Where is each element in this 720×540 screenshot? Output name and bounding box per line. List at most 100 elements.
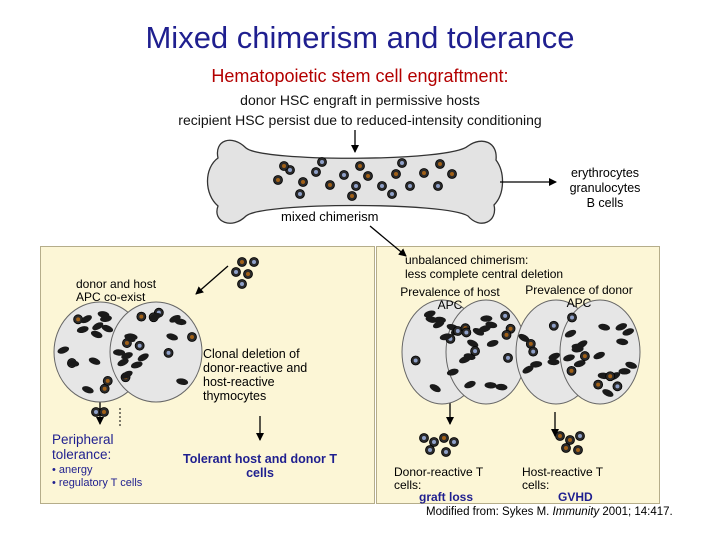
citation-prefix: Modified from: Sykes M. bbox=[426, 506, 553, 518]
thymocyte bbox=[564, 329, 577, 338]
thymocyte bbox=[480, 315, 493, 322]
thymocyte bbox=[433, 320, 445, 329]
cell-nucleus bbox=[582, 354, 587, 359]
thymocyte bbox=[522, 365, 534, 374]
tolerant-line: cells bbox=[246, 466, 274, 480]
thymocyte bbox=[573, 360, 586, 368]
thymus-lobe-left-2 bbox=[109, 301, 203, 403]
peripheral-mechanisms: • anergy • regulatory T cells bbox=[52, 464, 142, 490]
cell-nucleus bbox=[413, 358, 418, 363]
thymocyte bbox=[429, 384, 441, 393]
cell-nucleus bbox=[320, 160, 324, 164]
cell-nucleus bbox=[450, 172, 454, 176]
thymocyte bbox=[174, 318, 187, 326]
cell-nucleus bbox=[576, 448, 580, 452]
thymocyte bbox=[464, 380, 476, 389]
graft-loss-result: graft loss bbox=[419, 490, 474, 504]
cell-nucleus bbox=[569, 368, 574, 373]
peripheral-tolerance-title: Peripheral tolerance: bbox=[52, 432, 114, 462]
cell-nucleus bbox=[124, 341, 129, 346]
cell-nucleus bbox=[105, 378, 110, 383]
outcome-line: cells: bbox=[394, 478, 422, 492]
citation: Modified from: Sykes M. Immunity 2001; 1… bbox=[426, 506, 673, 518]
outcome-line: cells: bbox=[522, 478, 550, 492]
cell-nucleus bbox=[531, 349, 536, 354]
cell-nucleus bbox=[288, 168, 292, 172]
cell-nucleus bbox=[615, 384, 620, 389]
cell-nucleus bbox=[102, 386, 107, 391]
cell-nucleus bbox=[608, 374, 613, 379]
cell-nucleus bbox=[350, 194, 354, 198]
host-apc-label: Prevalence of host APC bbox=[390, 286, 510, 312]
thymocyte bbox=[459, 356, 471, 364]
thymocyte bbox=[82, 386, 94, 394]
cell-nucleus bbox=[137, 343, 142, 348]
apc-label-line: donor and host bbox=[76, 277, 157, 291]
cell-nucleus bbox=[558, 434, 562, 438]
thymocyte bbox=[67, 360, 80, 367]
thymocyte bbox=[598, 323, 611, 331]
cell-nucleus bbox=[298, 192, 302, 196]
cell-nucleus bbox=[568, 438, 572, 442]
cell-nucleus bbox=[422, 436, 426, 440]
cell-nucleus bbox=[564, 446, 568, 450]
cell-nucleus bbox=[234, 270, 238, 274]
thymocyte bbox=[130, 361, 143, 369]
outcome-line: Donor-reactive T bbox=[394, 465, 484, 479]
thymocyte bbox=[530, 361, 543, 368]
cell-nucleus bbox=[390, 192, 394, 196]
deletion-line: Clonal deletion of bbox=[203, 347, 300, 361]
clonal-deletion-label: Clonal deletion of donor-reactive and ho… bbox=[203, 347, 307, 403]
thymocyte bbox=[88, 357, 101, 365]
cell-nucleus bbox=[328, 183, 332, 187]
thymocyte bbox=[97, 311, 110, 318]
page-title: Mixed chimerism and tolerance bbox=[145, 20, 575, 55]
thymocyte bbox=[113, 349, 126, 356]
donor-apc-label: Prevalence of donor APC bbox=[516, 284, 642, 310]
cell-nucleus bbox=[380, 184, 384, 188]
cell-nucleus bbox=[473, 349, 478, 354]
thymocyte bbox=[547, 358, 560, 366]
thymocyte bbox=[548, 352, 560, 361]
citation-suffix: 2001; 14:417. bbox=[599, 506, 673, 518]
unbalanced-chimerism-heading: unbalanced chimerism: less complete cent… bbox=[405, 253, 563, 281]
subtitle-line-1: donor HSC engraft in permissive hosts bbox=[240, 92, 480, 108]
cell-nucleus bbox=[551, 323, 556, 328]
cell-nucleus bbox=[301, 180, 305, 184]
thymocyte bbox=[149, 313, 162, 321]
cell-nucleus bbox=[438, 162, 442, 166]
thymocyte bbox=[467, 339, 479, 348]
tolerant-line: Tolerant host and donor T bbox=[183, 452, 337, 466]
host-label-line: Prevalence of host bbox=[400, 285, 500, 299]
thymocyte bbox=[90, 330, 103, 339]
cell-nucleus bbox=[436, 184, 440, 188]
thymocyte bbox=[121, 370, 133, 379]
cell-nucleus bbox=[314, 170, 318, 174]
cell-nucleus bbox=[422, 171, 426, 175]
thymocyte bbox=[484, 382, 497, 389]
thymocytes bbox=[57, 307, 637, 397]
thymocyte bbox=[57, 346, 70, 354]
cell-nucleus bbox=[282, 164, 286, 168]
thymocyte bbox=[563, 354, 575, 362]
cell-nucleus bbox=[276, 178, 280, 182]
arrow-apc-left bbox=[195, 265, 229, 295]
deletion-line: donor-reactive and bbox=[203, 361, 308, 375]
donor-reactive-outcome: Donor-reactive T cells: bbox=[394, 466, 483, 492]
cell-nucleus bbox=[508, 326, 513, 331]
host-label-line: APC bbox=[437, 298, 463, 312]
thymocyte bbox=[439, 333, 452, 341]
apc-clusters bbox=[91, 257, 585, 457]
mechanism-anergy: • anergy bbox=[52, 464, 93, 476]
cell-nucleus bbox=[366, 174, 370, 178]
bone-marrow-cells bbox=[273, 157, 457, 201]
cell-nucleus bbox=[252, 260, 256, 264]
cell-nucleus bbox=[166, 350, 171, 355]
thymocyte bbox=[124, 334, 136, 342]
thymocyte bbox=[425, 316, 438, 323]
thymocyte bbox=[576, 340, 588, 349]
donor-label-line: APC bbox=[566, 296, 592, 310]
cell-nucleus bbox=[342, 173, 346, 177]
mixed-chimerism-label: mixed chimerism bbox=[281, 209, 379, 224]
thymocyte bbox=[518, 333, 530, 343]
